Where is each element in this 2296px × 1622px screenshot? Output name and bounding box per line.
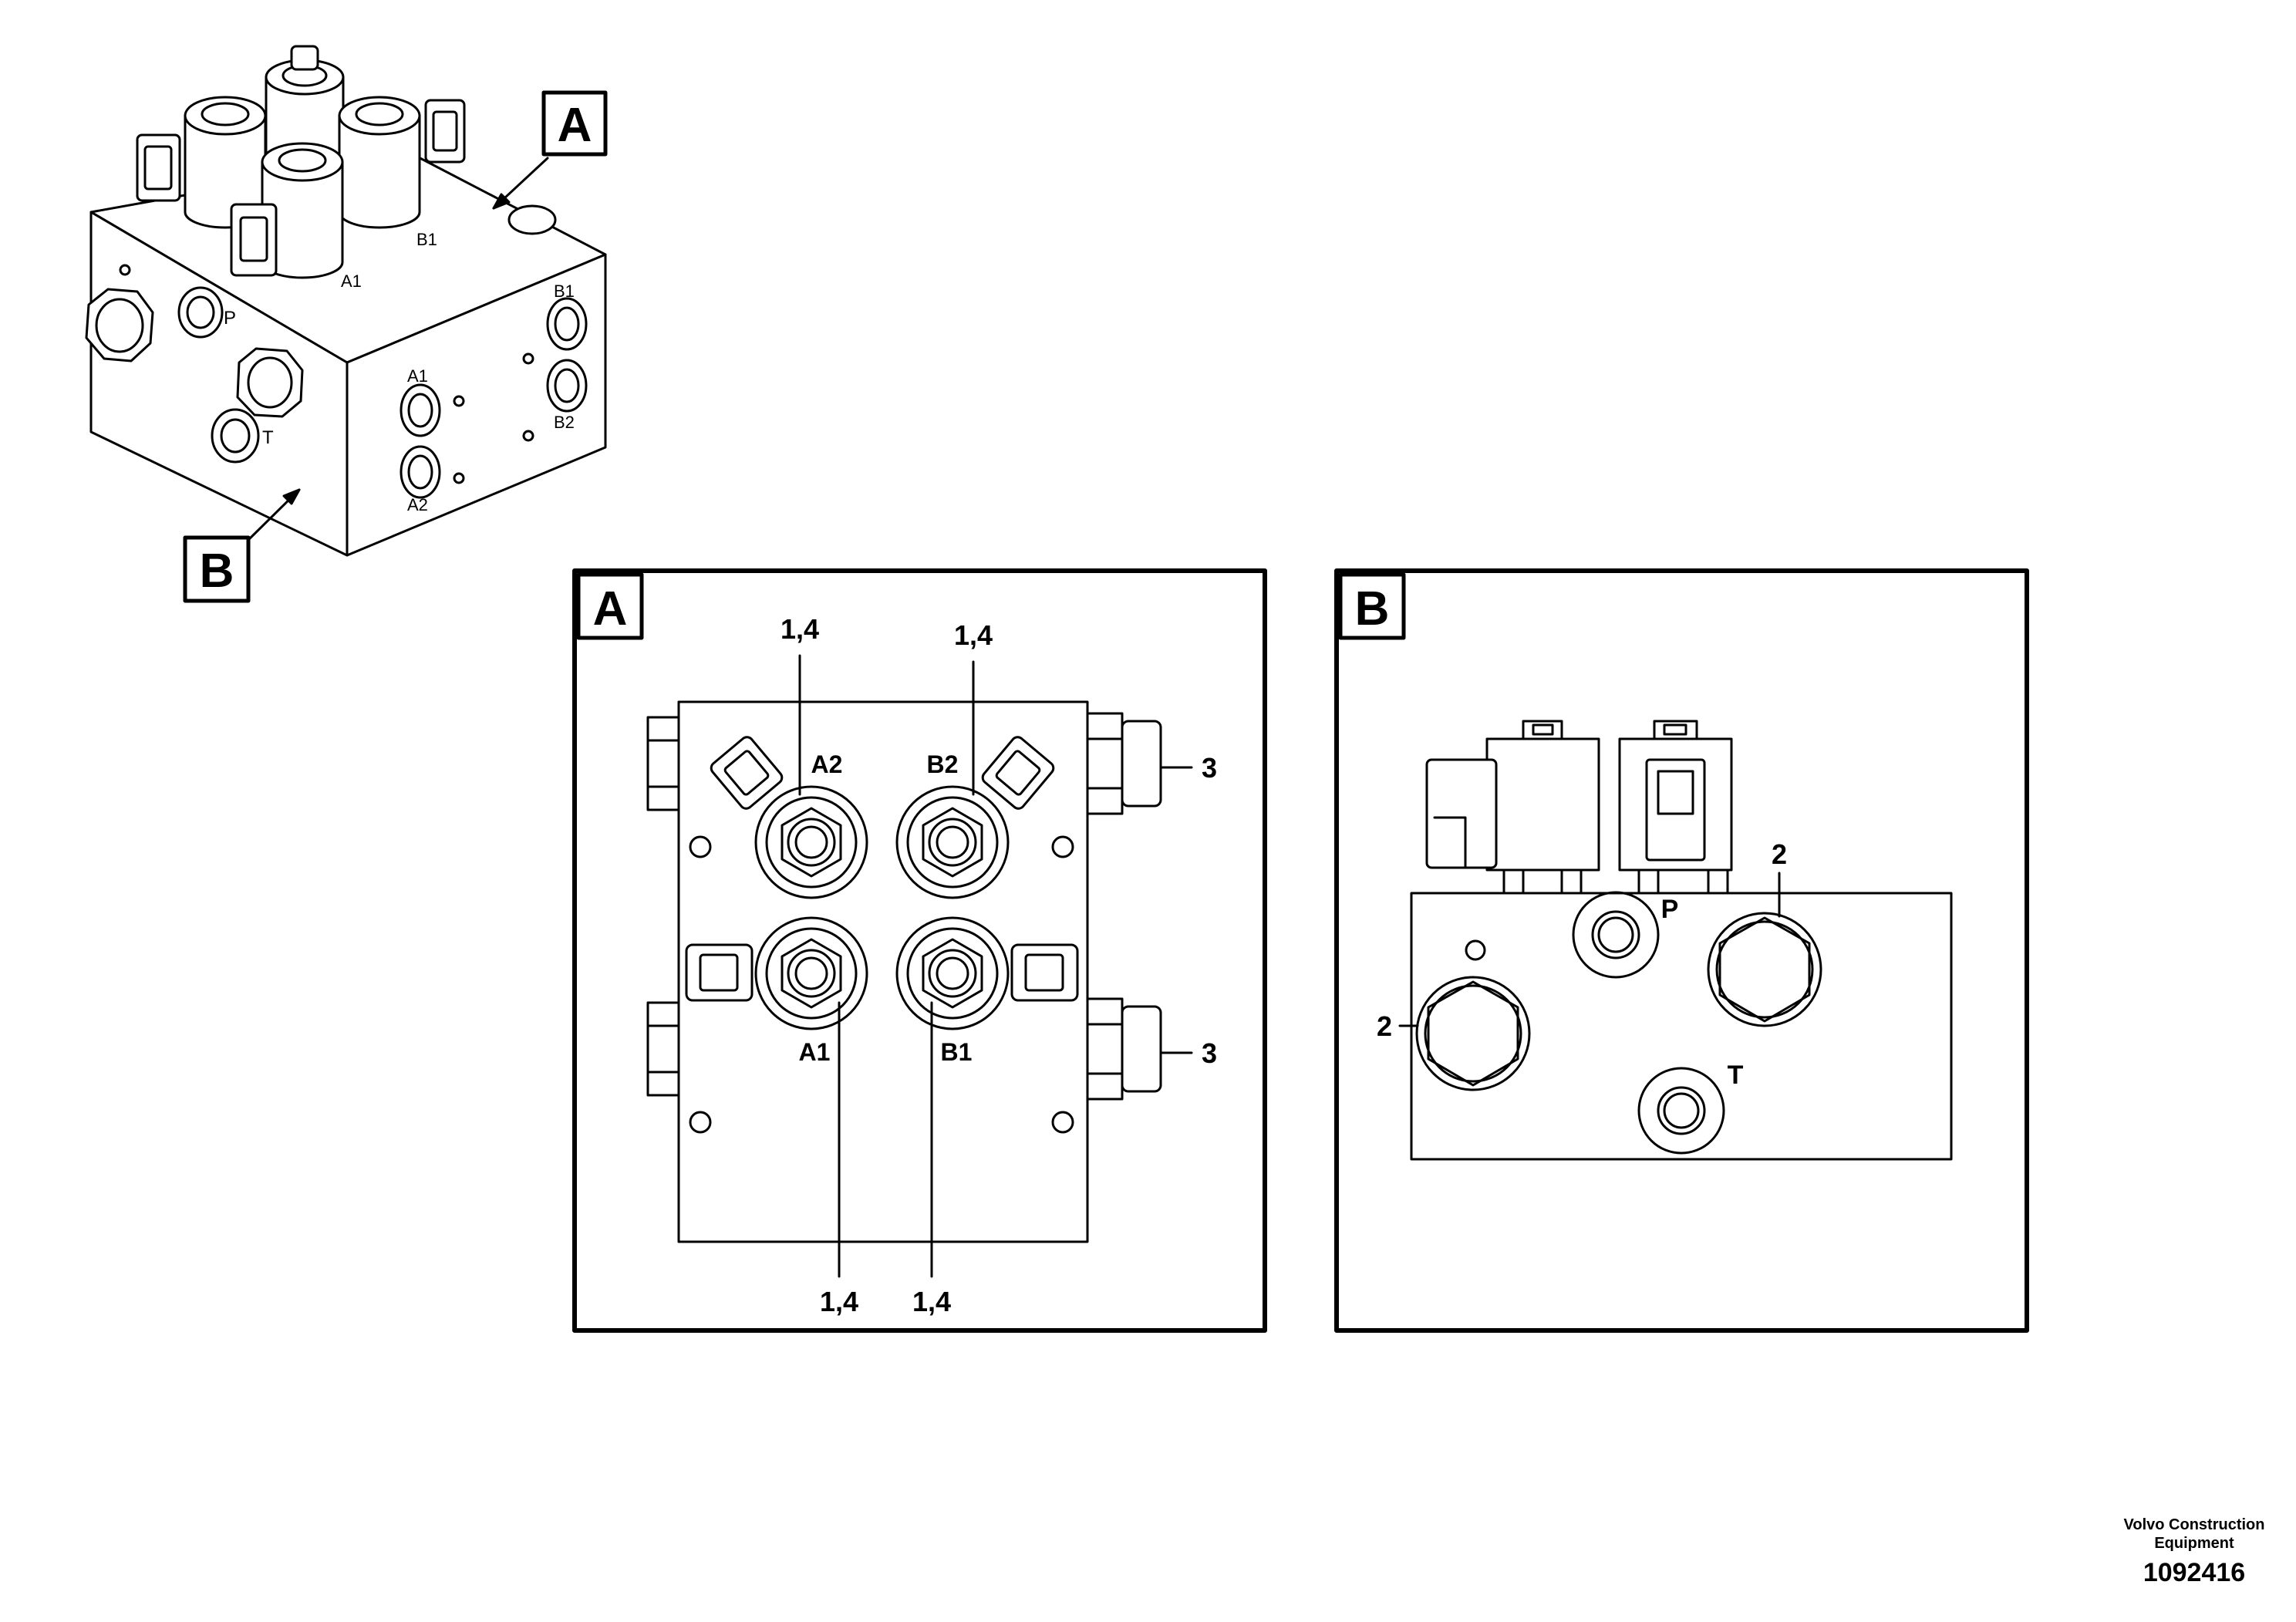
- connector-b2: [981, 736, 1055, 810]
- view-a-callout-bottom-right: 1,4: [912, 1286, 951, 1317]
- fitting-3-upper: [1086, 712, 1124, 815]
- view-b-tag: B: [1355, 582, 1390, 636]
- block-side-face: [346, 253, 607, 557]
- valve-b1: [895, 916, 1010, 1030]
- callout-a-text: A: [558, 99, 592, 152]
- valve-block-isometric: P T A1 B1 A1 A2 B1 B2 A B: [85, 45, 608, 603]
- view-b-solenoid-right: [1618, 720, 1733, 895]
- footer: Volvo Construction Equipment 1092416: [2124, 1516, 2265, 1587]
- fitting-3-lower: [1086, 997, 1124, 1101]
- front-port-p: [177, 286, 224, 339]
- callout-box-a: [541, 90, 608, 157]
- detail-view-b: B: [1334, 568, 2029, 1333]
- iso-label-b1-top: B1: [416, 230, 437, 249]
- connector-a2: [710, 736, 784, 810]
- solenoid-right: [338, 96, 421, 229]
- solenoid-front: [261, 142, 344, 279]
- view-b-label-t: T: [1728, 1061, 1744, 1090]
- valve-a2: [754, 785, 868, 899]
- view-a-port-b2: B2: [927, 750, 959, 778]
- connector-left: [136, 133, 181, 202]
- valve-b2: [895, 785, 1010, 899]
- iso-label-t: T: [262, 427, 274, 448]
- side-port-a2: [400, 445, 441, 499]
- front-plug-large: [85, 288, 154, 363]
- connector-right: [424, 99, 466, 164]
- iso-label-a1-top: A1: [341, 271, 362, 291]
- view-b-port-p: [1572, 891, 1660, 979]
- view-a-callout-bottom-left: 1,4: [820, 1286, 858, 1317]
- iso-label-b2-side: B2: [554, 413, 575, 432]
- view-a-callout-right-lower: 3: [1202, 1037, 1217, 1069]
- view-a-callout-right-upper: 3: [1202, 752, 1217, 784]
- view-a-callout-top-left: 1,4: [781, 613, 819, 645]
- connector-b1: [1010, 943, 1079, 1002]
- connector-front: [230, 203, 278, 277]
- iso-label-p: P: [224, 308, 236, 329]
- view-b-block: [1410, 892, 1953, 1161]
- view-b-callout-upper-right: 2: [1772, 838, 1787, 870]
- view-b-tag-box: [1338, 572, 1406, 640]
- view-b-plug-upper: [1707, 912, 1822, 1027]
- side-port-a1: [400, 383, 441, 437]
- view-b-frame: [1334, 568, 2029, 1333]
- view-b-callout-left: 2: [1377, 1010, 1392, 1042]
- front-port-t: [211, 408, 260, 464]
- iso-label-b1-side: B1: [554, 282, 575, 301]
- top-plug: [507, 204, 557, 235]
- side-port-b1: [546, 297, 588, 351]
- view-a-tag: A: [593, 582, 628, 636]
- view-a-tag-box: [576, 572, 644, 640]
- valve-a1: [754, 916, 868, 1030]
- view-a-callout-top-right: 1,4: [954, 619, 993, 651]
- view-a-frame: [572, 568, 1267, 1333]
- image-number: 1092416: [2143, 1558, 2245, 1587]
- view-b-solenoid-left: [1425, 720, 1600, 895]
- detail-view-a: A: [572, 568, 1267, 1333]
- view-b-port-t: [1637, 1067, 1725, 1155]
- side-port-b2: [546, 359, 588, 413]
- callout-box-b: [183, 535, 251, 603]
- view-b-label-p: P: [1661, 895, 1679, 924]
- view-b-plug-left: [1415, 976, 1531, 1091]
- maker-line1: Volvo Construction: [2124, 1516, 2265, 1533]
- connector-a1: [685, 943, 754, 1002]
- view-a-port-a1: A1: [799, 1038, 831, 1066]
- iso-label-a2-side: A2: [407, 495, 428, 514]
- view-a-port-b1: B1: [941, 1038, 973, 1066]
- iso-label-a1-side: A1: [407, 366, 428, 386]
- front-plug-small: [236, 347, 304, 418]
- view-a-port-a2: A2: [811, 750, 843, 778]
- maker-line2: Equipment: [2154, 1535, 2234, 1552]
- callout-b-text: B: [200, 545, 234, 598]
